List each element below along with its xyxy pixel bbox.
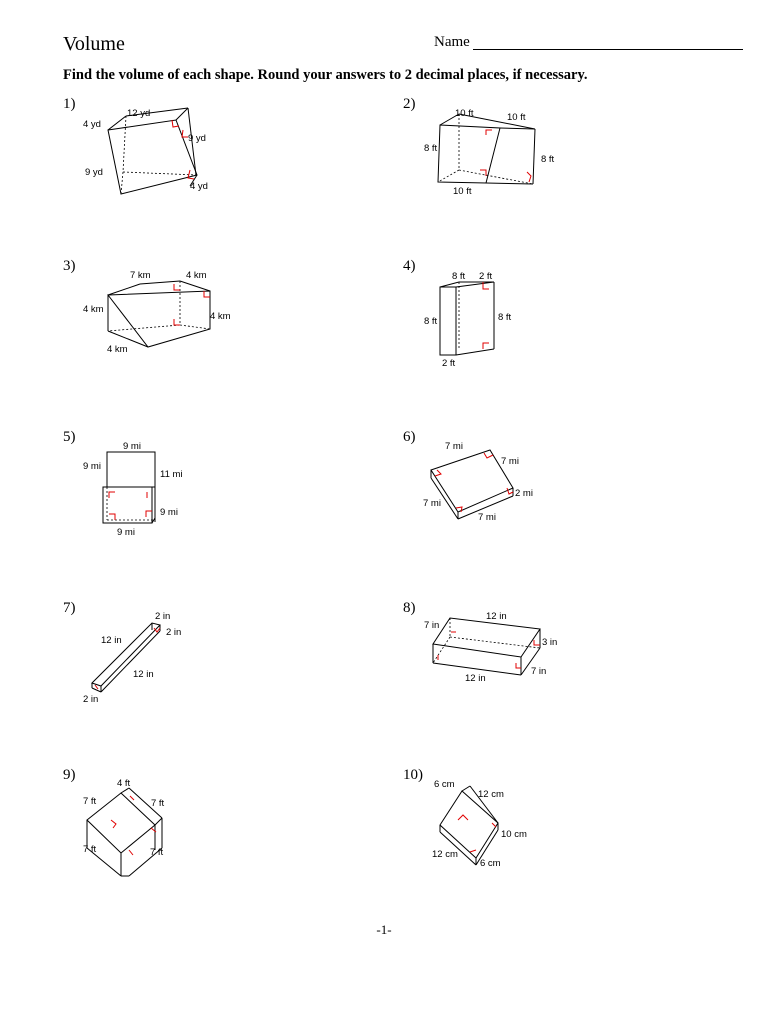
dim-label: 7 mi xyxy=(478,512,496,523)
prism-figure-1: 12 yd 4 yd 9 yd 9 yd 4 yd xyxy=(83,107,208,195)
dim-label: 7 km xyxy=(130,270,151,281)
dim-label: 12 in xyxy=(101,635,122,646)
prism-figure-8: 12 in 7 in 3 in 7 in 12 in xyxy=(424,611,557,684)
prism-figure-9: 4 ft 7 ft 7 ft 7 ft 7 ft xyxy=(83,778,165,877)
dim-label: 11 mi xyxy=(160,469,183,480)
dim-label: 6 cm xyxy=(434,779,455,790)
problem-number-2: 2) xyxy=(403,96,416,112)
prism-figure-6: 7 mi 7 mi 7 mi 2 mi 7 mi xyxy=(423,441,533,523)
problem-number-1: 1) xyxy=(63,96,76,112)
problem-number-5: 5) xyxy=(63,429,76,445)
dim-label: 2 in xyxy=(166,627,181,638)
dim-label: 12 in xyxy=(486,611,507,622)
prism-figure-7: 2 in 12 in 2 in 12 in 2 in xyxy=(83,611,181,705)
dim-label: 4 ft xyxy=(117,778,131,789)
dim-label: 12 cm xyxy=(478,789,504,800)
dim-label: 4 km xyxy=(107,344,128,355)
name-label: Name xyxy=(434,34,470,50)
dim-label: 7 in xyxy=(424,620,439,631)
dim-label: 7 ft xyxy=(83,796,97,807)
dim-label: 12 cm xyxy=(432,849,458,860)
dim-label: 7 mi xyxy=(423,498,441,509)
problem-number-7: 7) xyxy=(63,600,76,616)
dim-label: 9 yd xyxy=(188,133,206,144)
prism-figure-10: 6 cm 12 cm 10 cm 12 cm 6 cm xyxy=(432,779,527,869)
dim-label: 12 yd xyxy=(127,108,150,119)
dim-label: 9 yd xyxy=(85,167,103,178)
dim-label: 10 ft xyxy=(507,112,526,123)
dim-label: 9 mi xyxy=(83,461,101,472)
dim-label: 12 in xyxy=(465,673,486,684)
instructions: Find the volume of each shape. Round you… xyxy=(63,67,588,83)
dim-label: 7 mi xyxy=(501,456,519,467)
dim-label: 7 ft xyxy=(151,798,165,809)
dim-label: 4 km xyxy=(210,311,231,322)
dim-label: 2 ft xyxy=(479,271,493,282)
name-field-line[interactable] xyxy=(473,49,743,50)
problem-number-6: 6) xyxy=(403,429,416,445)
problem-number-8: 8) xyxy=(403,600,416,616)
dim-label: 10 cm xyxy=(501,829,527,840)
dim-label: 10 ft xyxy=(453,186,472,197)
dim-label: 2 ft xyxy=(442,358,456,369)
dim-label: 4 km xyxy=(186,270,207,281)
dim-label: 8 ft xyxy=(424,143,438,154)
page-number: -1- xyxy=(376,922,392,937)
dim-label: 3 in xyxy=(542,637,557,648)
problem-number-3: 3) xyxy=(63,258,76,274)
dim-label: 4 yd xyxy=(190,181,208,192)
problem-number-9: 9) xyxy=(63,767,76,783)
dim-label: 8 ft xyxy=(424,316,438,327)
dim-label: 7 ft xyxy=(83,844,97,855)
dim-label: 8 ft xyxy=(452,271,466,282)
dim-label: 7 mi xyxy=(445,441,463,452)
prism-figure-3: 7 km 4 km 4 km 4 km 4 km xyxy=(83,270,231,355)
dim-label: 7 in xyxy=(531,666,546,677)
dim-label: 2 in xyxy=(155,611,170,622)
problem-number-4: 4) xyxy=(403,258,416,274)
dim-label: 10 ft xyxy=(455,108,474,119)
dim-label: 9 mi xyxy=(160,507,178,518)
dim-label: 4 yd xyxy=(83,119,101,130)
dim-label: 2 mi xyxy=(515,488,533,499)
prism-figure-2: 10 ft 10 ft 8 ft 8 ft 10 ft xyxy=(424,108,555,197)
dim-label: 2 in xyxy=(83,694,98,705)
dim-label: 8 ft xyxy=(541,154,555,165)
problem-number-10: 10) xyxy=(403,767,423,783)
dim-label: 9 mi xyxy=(123,441,141,452)
dim-label: 7 ft xyxy=(150,847,164,858)
prism-figure-5: 9 mi 9 mi 11 mi 9 mi 9 mi xyxy=(83,441,183,538)
dim-label: 4 km xyxy=(83,304,104,315)
worksheet-title: Volume xyxy=(63,33,125,55)
dim-label: 6 cm xyxy=(480,858,501,869)
prism-figure-4: 8 ft 2 ft 8 ft 8 ft 2 ft xyxy=(424,271,512,369)
dim-label: 12 in xyxy=(133,669,154,680)
dim-label: 8 ft xyxy=(498,312,512,323)
dim-label: 9 mi xyxy=(117,527,135,538)
